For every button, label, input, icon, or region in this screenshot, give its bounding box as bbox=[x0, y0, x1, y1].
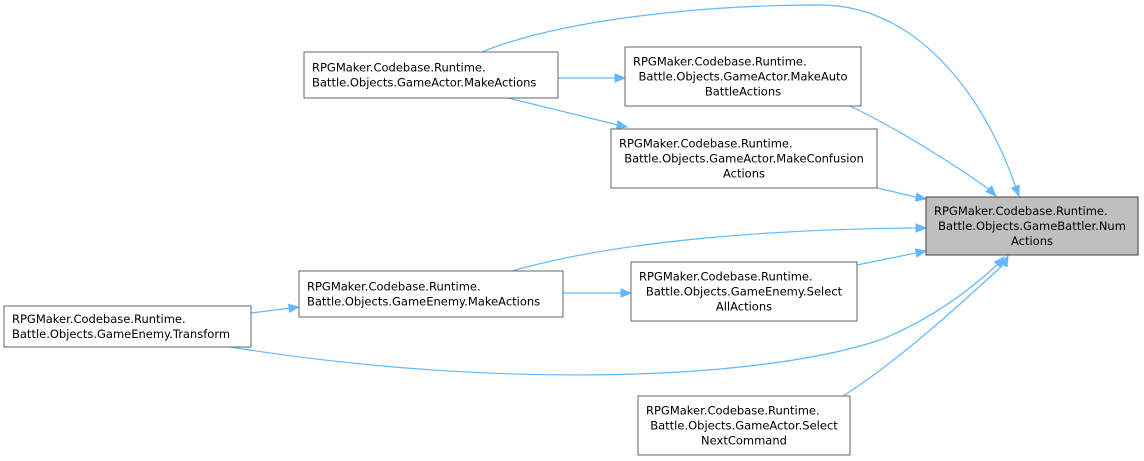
node-label-line: AllActions bbox=[716, 300, 772, 314]
node-label-line: RPGMaker.Codebase.Runtime. bbox=[619, 137, 793, 151]
node-label-line: RPGMaker.Codebase.Runtime. bbox=[312, 61, 486, 75]
edge-line bbox=[856, 252, 917, 266]
node-gameenemy-transform[interactable]: RPGMaker.Codebase.Runtime.Battle.Objects… bbox=[3, 305, 252, 348]
node-box bbox=[637, 395, 851, 456]
edge-makeautobattleactions-to-numactions bbox=[849, 105, 997, 197]
node-label-line: Battle.Objects.GameActor.MakeAuto bbox=[638, 70, 847, 84]
edge-line bbox=[876, 187, 917, 198]
node-label-line: Battle.Objects.GameActor.MakeActions bbox=[312, 76, 536, 90]
node-box bbox=[630, 261, 858, 322]
edge-selectnextcommand-to-numactions bbox=[842, 254, 1009, 397]
node-label-line: RPGMaker.Codebase.Runtime. bbox=[934, 204, 1108, 218]
edge-actor-makeactions-to-makeautobattleactions bbox=[558, 73, 627, 83]
node-box bbox=[298, 270, 564, 318]
node-label-line: Battle.Objects.GameBattler.Num bbox=[938, 219, 1126, 233]
arrowhead bbox=[999, 254, 1009, 268]
node-gameactor-makeautobattleactions[interactable]: RPGMaker.Codebase.Runtime.Battle.Objects… bbox=[624, 46, 862, 107]
node-box bbox=[3, 305, 252, 348]
arrowhead bbox=[1010, 184, 1020, 198]
node-label-line: Battle.Objects.GameEnemy.MakeActions bbox=[307, 295, 540, 309]
node-gameactor-selectnextcommand[interactable]: RPGMaker.Codebase.Runtime.Battle.Objects… bbox=[637, 395, 851, 456]
node-box bbox=[624, 46, 862, 107]
edge-transform-to-enemy-makeactions bbox=[250, 303, 301, 314]
edge-line bbox=[229, 263, 999, 376]
node-gameactor-makeactions[interactable]: RPGMaker.Codebase.Runtime.Battle.Objects… bbox=[303, 51, 559, 99]
nodes-layer: RPGMaker.Codebase.Runtime.Battle.Objects… bbox=[3, 46, 1139, 456]
arrowhead bbox=[914, 192, 928, 202]
node-label-line: RPGMaker.Codebase.Runtime. bbox=[307, 280, 481, 294]
node-box bbox=[925, 196, 1139, 256]
edge-line bbox=[250, 307, 292, 314]
arrowhead bbox=[287, 303, 301, 314]
node-label-line: Actions bbox=[1011, 234, 1053, 248]
arrowhead bbox=[614, 73, 627, 83]
node-label-line: RPGMaker.Codebase.Runtime. bbox=[646, 404, 820, 418]
edge-line bbox=[849, 105, 991, 191]
node-label-line: Battle.Objects.GameEnemy.Transform bbox=[12, 327, 230, 341]
node-label-line: Actions bbox=[723, 167, 765, 181]
edge-enemy-makeactions-to-numactions bbox=[511, 223, 928, 272]
node-label-line: RPGMaker.Codebase.Runtime. bbox=[639, 270, 813, 284]
arrowhead bbox=[615, 120, 629, 130]
edge-actor-makeactions-to-numactions bbox=[481, 4, 1020, 198]
edges-layer bbox=[229, 4, 1020, 397]
edge-line bbox=[481, 4, 1017, 189]
edge-makeconfusionactions-to-numactions bbox=[876, 187, 928, 202]
node-gameactor-makeconfusionactions[interactable]: RPGMaker.Codebase.Runtime.Battle.Objects… bbox=[610, 128, 878, 189]
arrowhead bbox=[915, 223, 928, 233]
edge-line bbox=[842, 263, 1005, 397]
node-gameenemy-selectallactions[interactable]: RPGMaker.Codebase.Runtime.Battle.Objects… bbox=[630, 261, 858, 322]
node-gamebattler-numactions: RPGMaker.Codebase.Runtime.Battle.Objects… bbox=[925, 196, 1139, 256]
node-label-line: Battle.Objects.GameEnemy.Select bbox=[646, 285, 843, 299]
edge-line bbox=[511, 227, 917, 272]
edge-enemy-makeactions-to-selectallactions bbox=[563, 288, 633, 298]
node-label-line: Battle.Objects.GameActor.MakeConfusion bbox=[624, 152, 864, 166]
arrowhead bbox=[914, 248, 928, 258]
arrowhead bbox=[620, 288, 633, 298]
node-label-line: Battle.Objects.GameActor.Select bbox=[650, 419, 838, 433]
node-label-line: BattleActions bbox=[705, 85, 781, 99]
edge-actor-makeactions-to-makeconfusionactions bbox=[507, 97, 629, 130]
edge-line bbox=[507, 97, 619, 126]
node-label-line: RPGMaker.Codebase.Runtime. bbox=[12, 312, 186, 326]
arrowhead bbox=[985, 185, 997, 197]
node-gameenemy-makeactions[interactable]: RPGMaker.Codebase.Runtime.Battle.Objects… bbox=[298, 270, 564, 318]
edge-selectallactions-to-numactions bbox=[856, 248, 928, 266]
node-label-line: RPGMaker.Codebase.Runtime. bbox=[633, 55, 807, 69]
node-label-line: NextCommand bbox=[701, 434, 787, 448]
node-box bbox=[303, 51, 559, 99]
node-box bbox=[610, 128, 878, 189]
